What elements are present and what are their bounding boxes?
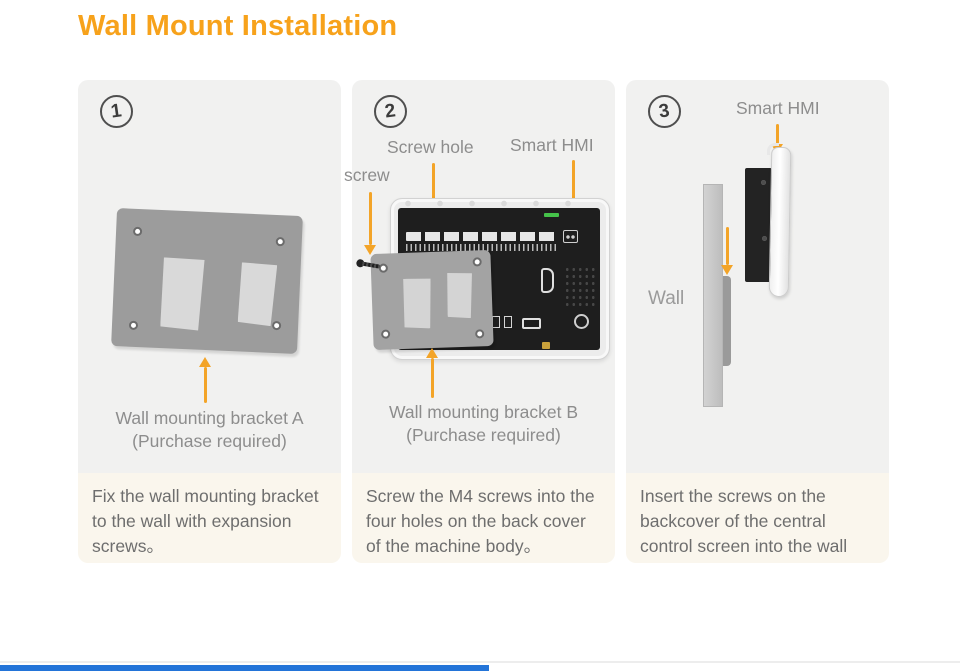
arrow-stem xyxy=(726,227,729,265)
terminal-pins xyxy=(406,244,558,251)
arrow-down-icon xyxy=(364,245,376,255)
bracket-slot-icon xyxy=(237,262,278,326)
smart-hmi-label: Smart HMI xyxy=(736,98,820,118)
step-2-panel: 2 screw Screw hole Smart HMI xyxy=(344,80,615,563)
arrow-stem xyxy=(369,192,372,245)
usb-port-icon xyxy=(492,316,500,328)
step-3-caption: Insert the screws on the backcover of th… xyxy=(626,473,889,563)
bracket-hole-icon xyxy=(128,320,139,331)
arrow-stem xyxy=(572,160,575,205)
bracket-b-label: Wall mounting bracket B xyxy=(388,402,578,422)
io-port-icon xyxy=(522,318,541,329)
bracket-a-purchase-note: (Purchase required) xyxy=(132,431,287,451)
bracket-slot-icon xyxy=(158,256,206,331)
speaker-grille-icon xyxy=(564,266,596,310)
bracket-slot-icon xyxy=(444,271,476,320)
wall-bracket-b-illustration xyxy=(370,249,494,351)
bracket-hole-icon xyxy=(132,226,143,237)
device-side-bezel xyxy=(768,146,792,298)
bracket-hole-icon xyxy=(475,329,485,339)
bracket-slot-icon xyxy=(399,276,435,331)
arrow-up-icon xyxy=(199,357,211,367)
wall-bracket-a-illustration xyxy=(111,208,303,354)
arrow-stem xyxy=(776,124,779,144)
usb-port-icon xyxy=(504,316,512,328)
bracket-hole-icon xyxy=(381,329,391,339)
wall-illustration xyxy=(703,184,723,407)
gold-screw-icon xyxy=(542,342,550,349)
device-side-back xyxy=(745,168,772,282)
screw-dot-icon xyxy=(761,180,766,185)
screw-hole-label: Screw hole xyxy=(387,137,474,157)
progress-bar[interactable] xyxy=(0,665,489,671)
power-connector-icon xyxy=(563,230,578,243)
bracket-hole-icon xyxy=(275,236,285,247)
screw-dot-icon xyxy=(762,236,767,241)
bracket-b-purchase-note: (Purchase required) xyxy=(406,425,561,445)
arrow-stem xyxy=(204,367,207,403)
device-bezel-hook xyxy=(767,143,779,155)
page-title: Wall Mount Installation xyxy=(78,10,398,42)
arrow-stem xyxy=(432,163,435,223)
round-connector-icon xyxy=(574,314,589,329)
step-3-number-badge: 3 xyxy=(648,95,681,128)
arrow-up-icon xyxy=(426,348,438,358)
step-1-panel: 1 Wall mounting bracket A (Purchase requ… xyxy=(78,80,341,563)
bracket-hole-icon xyxy=(271,320,282,331)
screw-label: screw xyxy=(344,165,390,185)
screw-shaft xyxy=(361,261,381,269)
frame-screw-bumps xyxy=(404,200,596,207)
step-1-illustration-area: 1 Wall mounting bracket A (Purchase requ… xyxy=(78,80,341,473)
wall-label: Wall xyxy=(648,288,685,309)
arrow-stem xyxy=(431,358,434,398)
step-3-panel: 3 Smart HMI Wall Insert the screws on th… xyxy=(626,80,889,563)
arrow-down-icon xyxy=(721,265,733,275)
terminal-block-strip xyxy=(406,232,558,241)
step-2-illustration-area: 2 screw Screw hole Smart HMI xyxy=(344,80,615,473)
led-strip-icon xyxy=(544,213,559,217)
bracket-a-label: Wall mounting bracket A xyxy=(115,408,304,428)
bottom-divider xyxy=(0,661,960,663)
smart-hmi-label: Smart HMI xyxy=(510,135,594,155)
hdmi-port-icon xyxy=(541,268,554,293)
wall-bracket-side-view xyxy=(723,276,731,366)
step-2-caption: Screw the M4 screws into the four holes … xyxy=(352,473,615,563)
step-3-illustration-area: 3 Smart HMI Wall xyxy=(626,80,889,473)
step-2-number-badge: 2 xyxy=(374,95,407,128)
bracket-hole-icon xyxy=(472,257,482,267)
step-1-caption: Fix the wall mounting bracket to the wal… xyxy=(78,473,341,563)
step-1-number-badge: 1 xyxy=(100,95,133,128)
